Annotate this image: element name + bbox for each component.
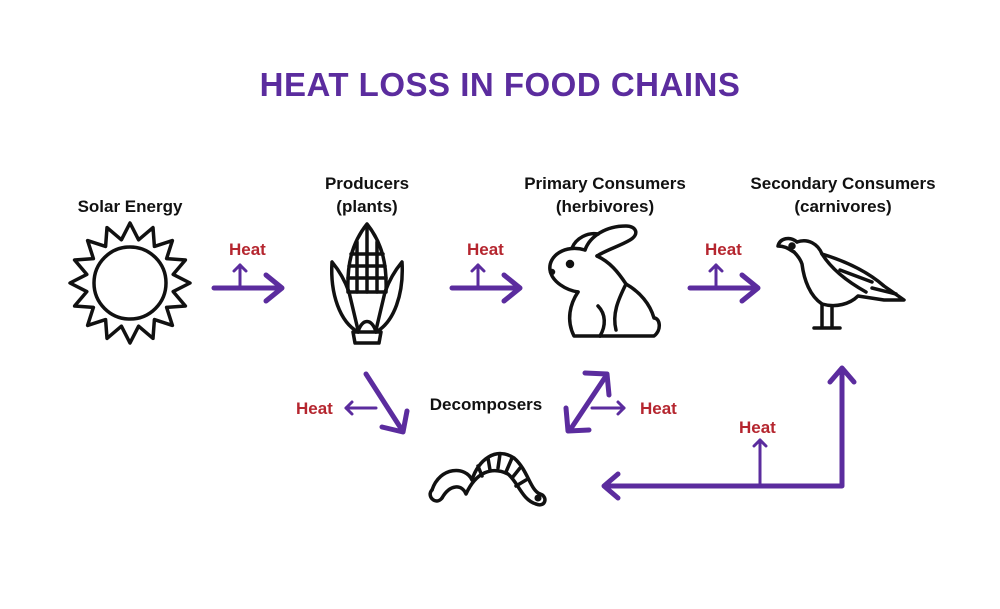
- label-primary-consumers: Primary Consumers (herbivores): [495, 172, 715, 218]
- label-producers: Producers (plants): [267, 172, 467, 218]
- arrow-producers-to-primary: [449, 263, 523, 304]
- arrow-solar-to-producers: [211, 263, 285, 304]
- arrow-secondary-to-decomposers: [601, 365, 857, 501]
- arrow-producers-to-decomposers: [344, 371, 410, 435]
- heat-label-solar-producers: Heat: [229, 240, 266, 259]
- label-decomposers: Decomposers: [396, 393, 576, 416]
- label-decomposers-line1: Decomposers: [429, 395, 543, 414]
- label-solar-energy: Solar Energy: [40, 195, 220, 218]
- heat-label-producers-decomposers: Heat: [296, 399, 333, 418]
- label-secondary-line2: (carnivores): [794, 197, 892, 216]
- label-secondary-consumers: Secondary Consumers (carnivores): [733, 172, 953, 218]
- label-producers-line2: (plants): [336, 197, 398, 216]
- arrow-primary-to-secondary: [687, 263, 761, 304]
- worm-icon: [428, 451, 547, 507]
- heat-label-secondary-decomposers: Heat: [739, 418, 776, 437]
- label-producers-line1: Producers: [324, 174, 410, 193]
- label-primary-line1: Primary Consumers: [524, 174, 686, 193]
- diagram-title: HEAT LOSS IN FOOD CHAINS: [259, 66, 741, 103]
- sun-icon: [68, 221, 192, 345]
- label-solar-line1: Solar Energy: [77, 197, 183, 216]
- heat-label-primary-secondary: Heat: [705, 240, 742, 259]
- heat-label-producers-primary: Heat: [467, 240, 504, 259]
- label-secondary-line1: Secondary Consumers: [750, 174, 936, 193]
- label-primary-line2: (herbivores): [555, 197, 655, 216]
- corn-icon: [330, 222, 404, 345]
- arrow-primary-to-decomposers: [563, 370, 626, 434]
- rabbit-icon: [548, 224, 661, 338]
- heat-label-primary-decomposers: Heat: [640, 399, 677, 418]
- hawk-icon: [776, 236, 906, 330]
